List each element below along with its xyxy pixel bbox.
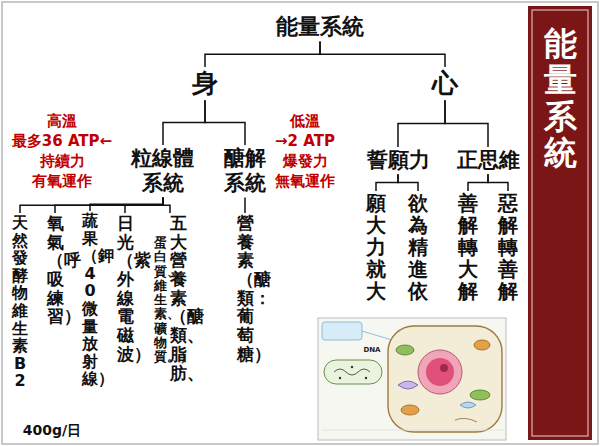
tree-node: 心 <box>430 68 460 99</box>
tree-connector <box>468 174 488 191</box>
node-text: 惡解轉善解 <box>498 192 518 302</box>
tree-connector <box>163 197 170 213</box>
tree-node: 氧氣（呼吸練習） <box>45 214 66 326</box>
node-text: 誓願力 <box>367 148 430 173</box>
annotation-label: 高溫 <box>47 112 77 131</box>
tree-connector <box>205 100 245 145</box>
tree-connector <box>398 100 445 147</box>
tree-connector <box>244 197 245 213</box>
tree-node: 誓願力 <box>365 148 432 173</box>
node-text: 醣解系統 <box>223 146 266 196</box>
node-text: 心 <box>432 68 458 99</box>
tree-connector <box>55 197 163 213</box>
tree-connector <box>20 197 163 213</box>
tree-connector <box>163 100 205 145</box>
tree-connector <box>376 174 398 191</box>
tree-node: 醣解系統 <box>221 146 268 196</box>
node-text: 天然發酵物維生素B2 <box>12 214 28 390</box>
tree-node: 正思維 <box>455 148 522 173</box>
tree-node: 善解轉大解 <box>456 192 480 302</box>
tree-connector <box>90 197 163 211</box>
node-text: 欲為精進依 <box>408 192 428 302</box>
cell-illustration <box>318 318 506 440</box>
tree-node: 日光（紫外線電磁波） <box>115 214 136 364</box>
tree-node: 能量系統 <box>274 14 366 40</box>
tree-connector <box>205 41 320 67</box>
node-text: 日光（紫外線電磁波） <box>117 214 134 364</box>
node-text: 善解轉大解 <box>458 192 478 302</box>
tree-node: 惡解轉善解 <box>496 192 520 302</box>
tree-connector <box>445 100 488 147</box>
node-text: 粒線體系統 <box>131 146 195 196</box>
node-text: 五大營養素（醣類、脂肪、 <box>170 214 187 382</box>
annotation-label: →2 ATP <box>275 132 335 150</box>
tree-connector <box>488 174 508 191</box>
annotation-label: 有氧運作 <box>32 172 92 191</box>
tree-node: 蔬果（鉀40微量放射線） <box>80 212 100 388</box>
tree-node: 營養素（醣類：葡萄糖） <box>235 214 256 364</box>
node-text: 氧氣（呼吸練習） <box>47 214 64 326</box>
tree-node: 欲為精進依 <box>406 192 430 302</box>
tree-node: 天然發酵物維生素B2 <box>10 214 30 390</box>
annotation-label: 爆發力 <box>283 152 328 171</box>
node-text: 正思維 <box>457 148 520 173</box>
node-text: 營養素（醣類：葡萄糖） <box>237 214 254 364</box>
title-panel-border <box>532 10 588 436</box>
title-panel <box>528 6 592 440</box>
tree-node: 身 <box>190 68 220 99</box>
node-text: 蛋白質、維生素、礦物質。） <box>154 236 167 365</box>
node-text: 蔬果（鉀40微量放射線） <box>82 212 98 388</box>
annotation-label: 持續力 <box>40 152 85 171</box>
annotation-label: 低溫 <box>290 112 320 131</box>
tree-connector <box>398 174 418 191</box>
annotation-label: DNA <box>363 346 380 354</box>
annotation-label: 400g/日 <box>23 422 81 440</box>
annotation-label: 無氧運作 <box>275 172 335 191</box>
tree-node: 粒線體系統 <box>129 146 197 196</box>
annotation-label: 最多36 ATP← <box>12 132 112 151</box>
tree-connector <box>320 41 445 67</box>
tree-connector <box>125 197 163 213</box>
node-text: 能量系統 <box>276 14 364 40</box>
diagram-title: 能量系統 <box>544 26 577 171</box>
node-text: 願大力就大 <box>366 192 386 302</box>
tree-node: 五大營養素（醣類、脂肪、蛋白質、維生素、礦物質。） <box>152 214 189 382</box>
tree-node: 願大力就大 <box>364 192 388 302</box>
node-text: 身 <box>192 68 218 99</box>
